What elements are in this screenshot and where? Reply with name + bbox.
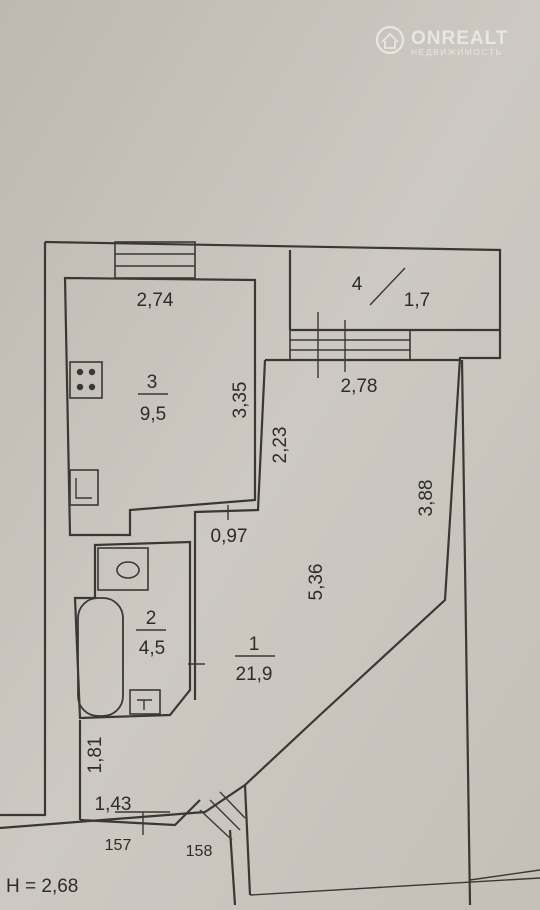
dim-room-side: 2,23 [270,427,291,464]
dim-room-length: 5,36 [306,564,327,601]
balcony-room [369,267,406,306]
watermark-brand: ONREALT [411,28,508,49]
room-labels: 3 9,5 2 4,5 1 21,9 4 1,7 [136,274,430,685]
bathroom-room [73,540,192,720]
living-room [188,312,460,700]
stove-icon [69,361,103,399]
room-2-area: 4,5 [139,638,165,659]
bathtub-icon [77,597,124,717]
dim-passage: 0,97 [211,526,248,547]
living-room-window [289,312,411,378]
bathroom-sink-icon [129,689,161,715]
dim-room-width: 2,78 [341,376,378,397]
watermark-house-icon [375,25,405,55]
room-3-area: 9,5 [140,404,166,425]
adjacent-room-157: 157 [105,837,132,854]
corridor-marks [249,869,540,896]
dimension-labels: 2,74 3,35 2,78 2,23 5,36 3,88 0,97 1,81 … [85,290,437,815]
dim-room-right: 3,88 [416,480,437,517]
ceiling-height: H = 2,68 [6,876,78,897]
dim-hall-width: 1,43 [95,794,132,815]
dim-kitchen-width: 2,74 [137,290,174,311]
watermark: ONREALT НЕДВИЖИМОСТЬ [375,25,508,57]
dim-kitchen-depth: 3,35 [230,382,251,419]
plan-notes: 157 158 H = 2,68 [6,837,212,897]
room-3-number: 3 [147,372,158,393]
room-4-number: 4 [352,274,363,295]
adjacent-room-158: 158 [186,843,213,860]
balcony-divider-slash [369,267,406,306]
entrance-door-icon [199,791,246,841]
watermark-tagline: НЕДВИЖИМОСТЬ [411,47,503,57]
kitchen-sink-icon [69,469,99,506]
dim-hall-depth: 1,81 [85,737,106,774]
toilet-icon [97,547,149,591]
room-4-area: 1,7 [404,290,430,311]
room-1-area: 21,9 [236,664,273,685]
kitchen-window [114,241,196,279]
hallway [78,720,246,841]
room-1-number: 1 [249,634,260,655]
kitchen-room [63,241,257,537]
room-2-number: 2 [146,608,157,629]
